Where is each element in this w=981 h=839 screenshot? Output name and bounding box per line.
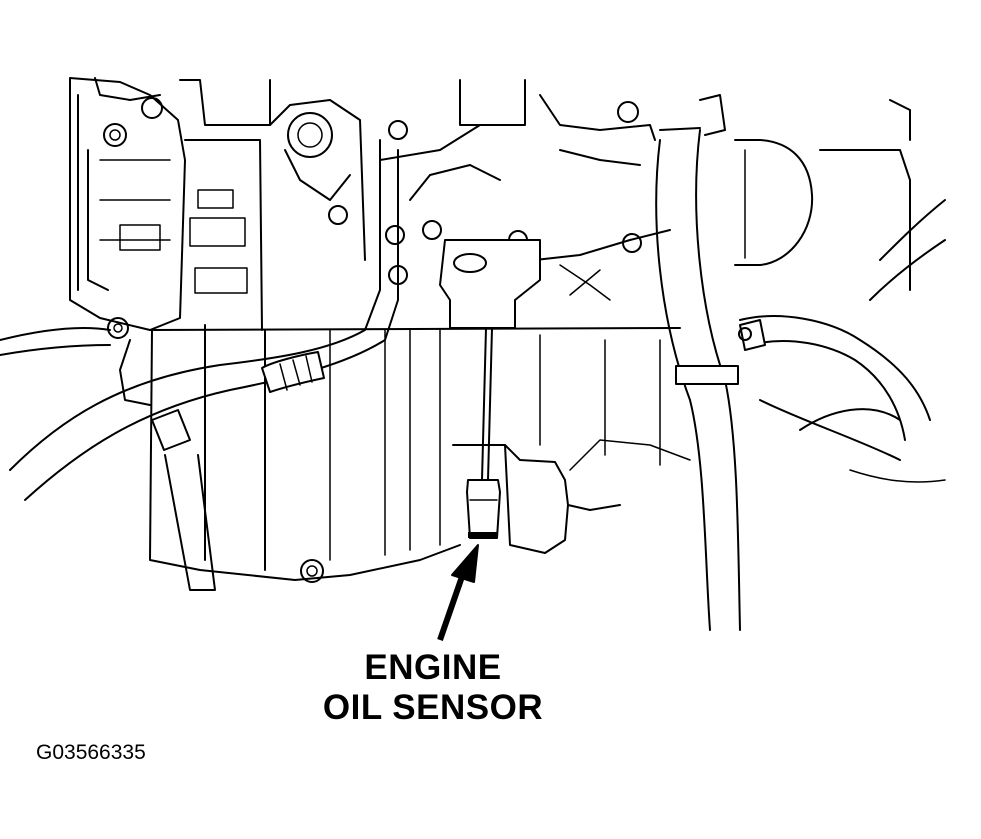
callout-line-2: OIL SENSOR [322,688,544,727]
right-harness [655,94,946,631]
left-accessory-unit [69,77,186,339]
callout-line-1: ENGINE [364,648,502,687]
engine-oil-sensor-label: ENGINE OIL SENSOR [300,648,566,728]
oil-pan [149,324,691,583]
callout-arrow [437,544,479,641]
engine-oil-sensor [466,327,501,539]
left-hoses [0,139,399,591]
engine-block [179,79,671,331]
mounting-bracket [439,239,541,329]
figure-id: G03566335 [36,741,146,764]
